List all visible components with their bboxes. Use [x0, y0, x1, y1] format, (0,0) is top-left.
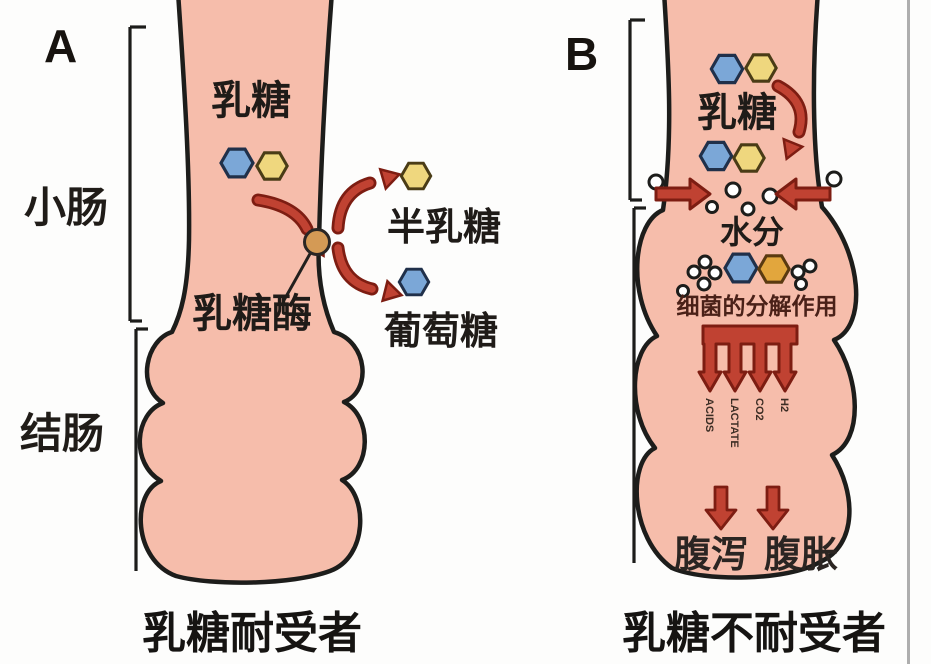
glucose-unit-icon [219, 147, 255, 179]
lactose-molecule-icon [698, 140, 734, 172]
panel-a: A 小肠 结肠 乳糖 乳糖酶 半乳糖 [20, 0, 501, 658]
diarrhea-arrow [704, 485, 738, 531]
sugar-molecule-icon [723, 252, 759, 284]
water-in-arrow-left [654, 177, 712, 211]
water-in-arrow-right [774, 177, 832, 211]
region-bracket-b [628, 18, 646, 563]
fermentation-fork-arrow [697, 324, 799, 393]
galactose-label: 半乳糖 [387, 207, 501, 249]
lactose-molecule-icon [732, 143, 766, 173]
diarrhea-label: 腹泻 [674, 534, 748, 575]
panel-b: B 乳糖 水分 [565, 0, 886, 658]
glucose-label: 葡萄糖 [384, 311, 498, 353]
lactase-label: 乳糖酶 [192, 292, 312, 336]
intestine-b-shape [632, 0, 859, 580]
glucose-molecule-icon [397, 267, 431, 297]
bacteria-breakdown-label: 细菌的分解作用 [677, 293, 838, 319]
lactose-label-b: 乳糖 [697, 91, 777, 135]
region-bracket-a [128, 25, 148, 571]
product-label-co2: CO2 [753, 398, 765, 421]
panel-a-caption: 乳糖耐受者 [142, 609, 362, 658]
panel-b-letter: B [565, 28, 598, 80]
image-edge-line [907, 0, 910, 664]
galactose-molecule-icon [399, 161, 433, 191]
product-label-h2: H2 [778, 398, 790, 412]
bloating-arrow [756, 485, 790, 531]
small-intestine-label: 小肠 [24, 184, 108, 231]
product-label-lactate: LACTATE [728, 398, 740, 448]
arrow-lactose-passes [771, 79, 808, 164]
lactase-enzyme-icon [303, 228, 331, 256]
water-label: 水分 [720, 214, 784, 250]
panel-a-letter: A [44, 20, 77, 72]
galactose-unit-icon [255, 151, 289, 181]
sugar-molecule-icon [757, 254, 791, 284]
product-label-acids: ACIDS [703, 398, 715, 432]
panel-b-caption: 乳糖不耐受者 [622, 609, 886, 658]
water-bubbles [647, 170, 843, 217]
galactose-unit-icon [744, 53, 778, 83]
lactose-label-a: 乳糖 [211, 79, 291, 123]
arrow-lactose-to-lactase [251, 193, 334, 262]
arrow-to-glucose [331, 241, 406, 307]
lactase-pointer-line [281, 251, 313, 303]
colon-label: 结肠 [20, 410, 104, 457]
bloating-label: 腹胀 [764, 534, 838, 575]
intestine-a-shape [137, 0, 367, 585]
gas-bubbles [676, 254, 818, 298]
glucose-unit-icon [709, 53, 745, 85]
arrow-to-galactose [331, 163, 404, 235]
